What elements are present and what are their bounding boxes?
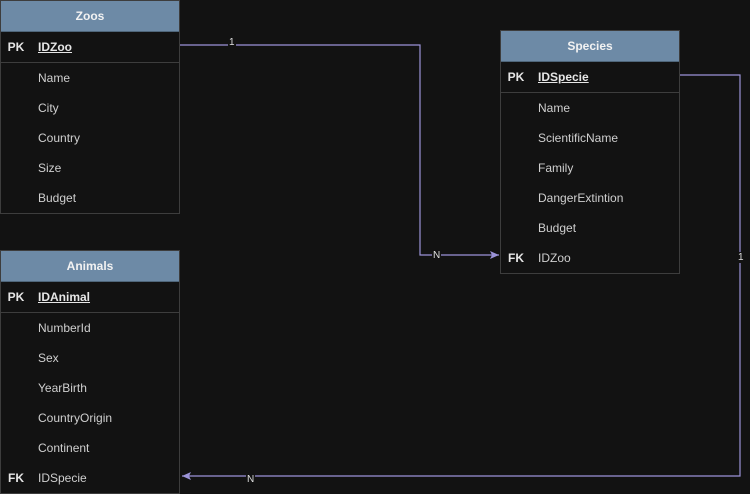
field-name: Budget	[538, 221, 577, 235]
entity-zoos-pk-row[interactable]: PK IDZoo	[1, 32, 179, 63]
pk-field: IDAnimal	[38, 290, 91, 304]
entity-animals-fk-row[interactable]: FK IDSpecie	[1, 463, 179, 493]
field-name: CountryOrigin	[38, 411, 113, 425]
field-row[interactable]: Country	[1, 123, 179, 153]
entity-zoos-title: Zoos	[1, 1, 179, 32]
entity-animals[interactable]: Animals PK IDAnimal NumberId Sex YearBir…	[0, 250, 180, 494]
field-row[interactable]: CountryOrigin	[1, 403, 179, 433]
field-name: NumberId	[38, 321, 91, 335]
field-name: Size	[38, 161, 62, 175]
zoos-species-connector[interactable]	[180, 44, 499, 259]
species-animals-source-cardinality: 1	[737, 252, 745, 263]
entity-species[interactable]: Species PK IDSpecie Name ScientificName …	[500, 30, 680, 274]
species-animals-target-cardinality: N	[246, 474, 256, 485]
field-name: Sex	[38, 351, 59, 365]
field-name: Family	[538, 161, 574, 175]
field-row[interactable]: Budget	[501, 213, 679, 243]
fk-label: FK	[8, 471, 24, 485]
field-name: YearBirth	[38, 381, 87, 395]
field-row[interactable]: Family	[501, 153, 679, 183]
entity-animals-pk-row[interactable]: PK IDAnimal	[1, 282, 179, 313]
field-name: City	[38, 101, 59, 115]
fk-field: IDSpecie	[38, 471, 87, 485]
field-name: ScientificName	[538, 131, 619, 145]
field-row[interactable]: ScientificName	[501, 123, 679, 153]
field-row[interactable]: Continent	[1, 433, 179, 463]
zoos-species-target-cardinality: N	[432, 250, 442, 261]
pk-label: PK	[507, 70, 525, 84]
field-row[interactable]: City	[1, 93, 179, 123]
field-row[interactable]: Size	[1, 153, 179, 183]
fk-field: IDZoo	[538, 251, 571, 265]
zoos-species-source-cardinality: 1	[228, 37, 236, 48]
pk-label: PK	[7, 40, 25, 54]
field-name: Name	[538, 101, 571, 115]
field-name: Country	[38, 131, 81, 145]
field-row[interactable]: NumberId	[1, 313, 179, 343]
pk-field: IDZoo	[38, 40, 72, 54]
field-row[interactable]: Budget	[1, 183, 179, 213]
entity-animals-title: Animals	[1, 251, 179, 282]
field-name: Continent	[38, 441, 90, 455]
pk-field: IDSpecie	[538, 70, 589, 84]
entity-zoos[interactable]: Zoos PK IDZoo Name City Country Size Bud…	[0, 0, 180, 214]
entity-species-fk-row[interactable]: FK IDZoo	[501, 243, 679, 273]
field-row[interactable]: YearBirth	[1, 373, 179, 403]
field-name: Name	[38, 71, 71, 85]
field-row[interactable]: Sex	[1, 343, 179, 373]
field-row[interactable]: Name	[1, 63, 179, 93]
species-animals-connector[interactable]	[182, 74, 741, 480]
field-row[interactable]: DangerExtintion	[501, 183, 679, 213]
pk-label: PK	[7, 290, 25, 304]
entity-species-pk-row[interactable]: PK IDSpecie	[501, 62, 679, 93]
entity-species-title: Species	[501, 31, 679, 62]
field-name: DangerExtintion	[538, 191, 624, 205]
fk-label: FK	[508, 251, 524, 265]
field-row[interactable]: Name	[501, 93, 679, 123]
field-name: Budget	[38, 191, 77, 205]
